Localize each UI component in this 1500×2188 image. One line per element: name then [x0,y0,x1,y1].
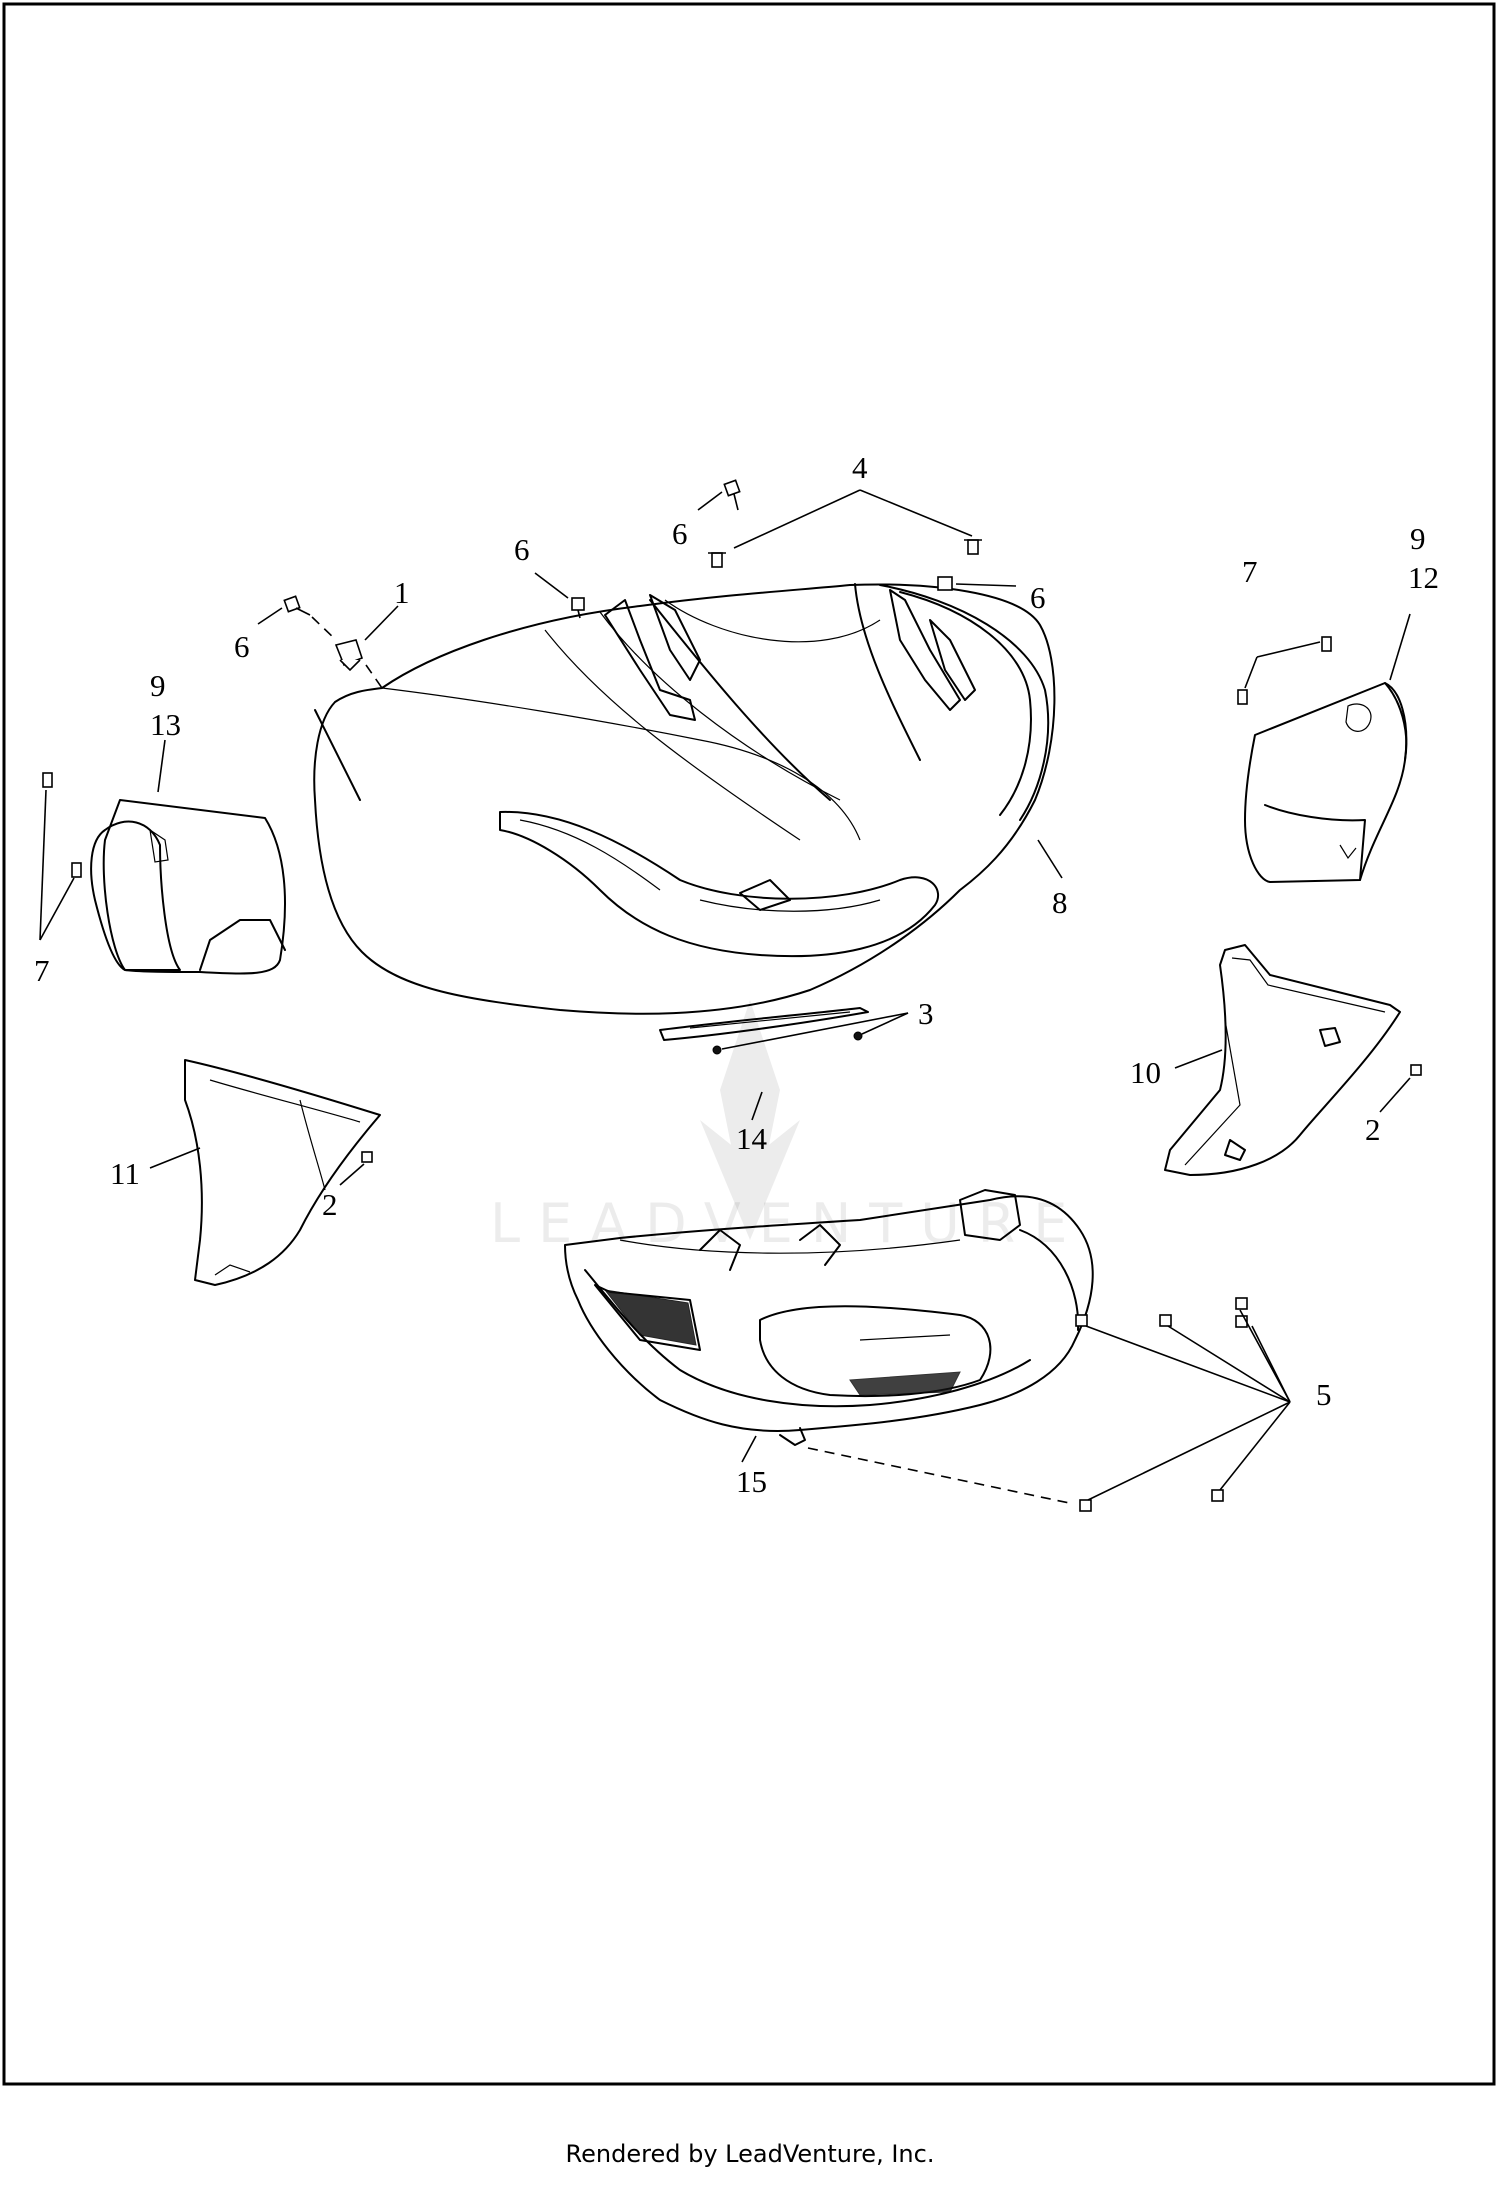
screw-part-3-b[interactable] [853,1031,863,1041]
fairing-part-8[interactable] [313,583,1056,1015]
inner-panel-part-13[interactable] [90,799,286,975]
callout-2-left: 2 [322,1187,338,1222]
lower-panel-part-11[interactable] [184,1059,381,1286]
callout-3: 3 [918,996,934,1031]
leader-lines [39,489,1411,1505]
callout-10: 10 [1130,1055,1161,1090]
callout-13: 13 [150,707,181,742]
callout-1: 1 [394,575,410,610]
screw-part-2-right[interactable] [1410,1064,1422,1076]
callout-6-top-left: 6 [514,532,530,567]
lower-panel-part-10[interactable] [1164,944,1401,1176]
callout-6-right: 6 [1030,580,1046,615]
screw-part-5-c[interactable] [1235,1297,1248,1310]
screw-part-6-right[interactable] [937,576,953,591]
callout-11: 11 [110,1156,140,1191]
callout-15: 15 [736,1464,767,1499]
clip-part-4-left[interactable] [708,552,726,568]
screw-part-6-top[interactable] [723,479,741,511]
callout-labels: 1 2 2 3 4 5 6 6 6 6 7 7 8 9 9 10 11 12 1… [34,450,1439,1499]
callout-4: 4 [852,450,868,485]
callout-12: 12 [1408,560,1439,595]
callout-9-right: 9 [1410,521,1426,556]
callout-8: 8 [1052,885,1068,920]
diagram-frame [2,2,1496,2086]
screw-part-5-e[interactable] [1079,1499,1092,1512]
clip-part-4-right[interactable] [964,539,982,555]
callout-6-left: 6 [234,629,250,664]
clip-part-1[interactable] [334,639,363,672]
callout-2-right: 2 [1365,1112,1381,1147]
inner-panel-part-12[interactable] [1244,682,1408,883]
callout-7-right: 7 [1242,554,1258,589]
screw-part-5-f[interactable] [1211,1489,1224,1502]
trim-strip-part-14[interactable] [659,1007,869,1041]
callout-9-left: 9 [150,668,166,703]
screw-part-7-right-a[interactable] [1321,636,1332,652]
watermark-text: LEADVENTURE [490,1192,1085,1255]
screw-part-3-a[interactable] [712,1045,722,1055]
screw-part-2-left[interactable] [361,1151,373,1163]
screw-part-7-right-b[interactable] [1237,689,1248,705]
footer-credit: Rendered by LeadVenture, Inc. [566,2140,935,2168]
callout-14: 14 [736,1121,768,1156]
callout-5: 5 [1316,1377,1332,1412]
callout-7-left: 7 [34,953,50,988]
callout-6-top: 6 [672,516,688,551]
screw-part-6-left[interactable] [283,595,311,616]
screw-part-5-a[interactable] [1075,1314,1088,1327]
screw-part-7-left-b[interactable] [71,862,82,878]
screw-part-7-left-a[interactable] [42,772,53,788]
screw-part-5-b[interactable] [1159,1314,1172,1327]
leadventure-logo-icon [700,1000,800,1240]
screw-part-6-top-left[interactable] [571,597,585,619]
